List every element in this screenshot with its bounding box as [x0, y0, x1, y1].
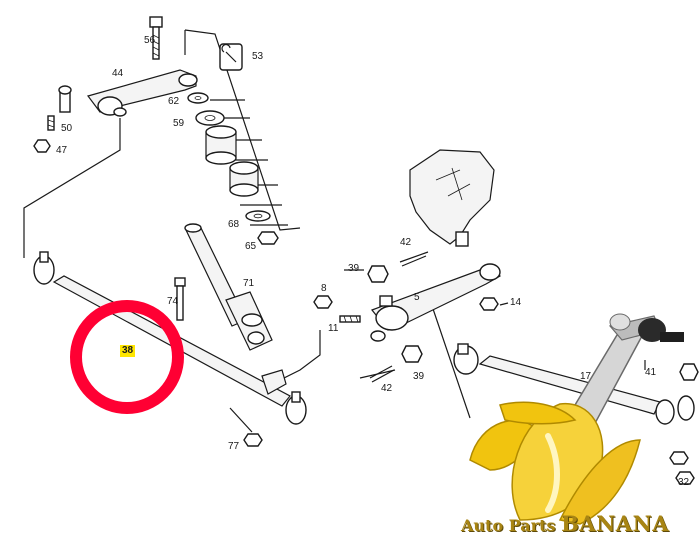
relay-arm-5-drawing: [371, 263, 501, 331]
bolt-56-drawing: [149, 16, 163, 60]
part-label-11: 11: [328, 323, 339, 334]
highlight-ring-38: [70, 300, 184, 414]
part-label-62: 62: [168, 96, 180, 107]
part-label-32: 32: [678, 477, 690, 488]
small-parts-8-11-drawing: [313, 295, 386, 342]
washer-stack-drawing: [187, 92, 279, 245]
nut-41-drawing: [679, 363, 699, 381]
part-label-44: 44: [112, 68, 124, 79]
tie-rod-17-drawing: [453, 343, 695, 485]
banana-logo-graphic: [469, 313, 684, 525]
wrench-icon-53: [219, 43, 243, 71]
part-label-42-bottom: 42: [381, 383, 393, 394]
brand-word-auto-parts: Auto Parts: [461, 516, 556, 535]
steering-gearbox-drawing: [409, 149, 495, 247]
part-label-56: 56: [144, 35, 156, 46]
part-label-74: 74: [167, 296, 179, 307]
part-label-68: 68: [228, 219, 240, 230]
bolt-74-drawing: [174, 277, 186, 321]
part-label-17: 17: [580, 371, 592, 382]
part-label-8: 8: [321, 283, 327, 294]
cotter-pin-42-bottom-drawing: [369, 345, 423, 383]
auto-parts-banana-logo: Auto Parts BANANA: [461, 512, 691, 538]
cotter-pin-42-top-drawing: [367, 251, 429, 283]
part-label-59: 59: [173, 118, 185, 129]
part-label-71: 71: [243, 278, 255, 289]
steering-damper-71-drawing: [184, 223, 273, 351]
part-label-53: 53: [252, 51, 264, 62]
part-label-77: 77: [228, 441, 240, 452]
part-label-65: 65: [245, 241, 257, 252]
idler-arm-44-drawing: [86, 69, 198, 117]
part-label-14: 14: [510, 297, 522, 308]
ball-joint-50-drawing: [33, 85, 72, 153]
part-label-41: 41: [645, 367, 657, 378]
part-label-5: 5: [414, 292, 420, 303]
part-label-50: 50: [61, 123, 73, 134]
brand-word-banana: BANANA: [561, 511, 670, 536]
part-label-39-bottom: 39: [413, 371, 425, 382]
part-label-39-top: 39: [348, 263, 360, 274]
part-label-38-highlighted: 38: [120, 345, 136, 357]
part-label-47: 47: [56, 145, 68, 156]
part-label-42-top: 42: [400, 237, 412, 248]
